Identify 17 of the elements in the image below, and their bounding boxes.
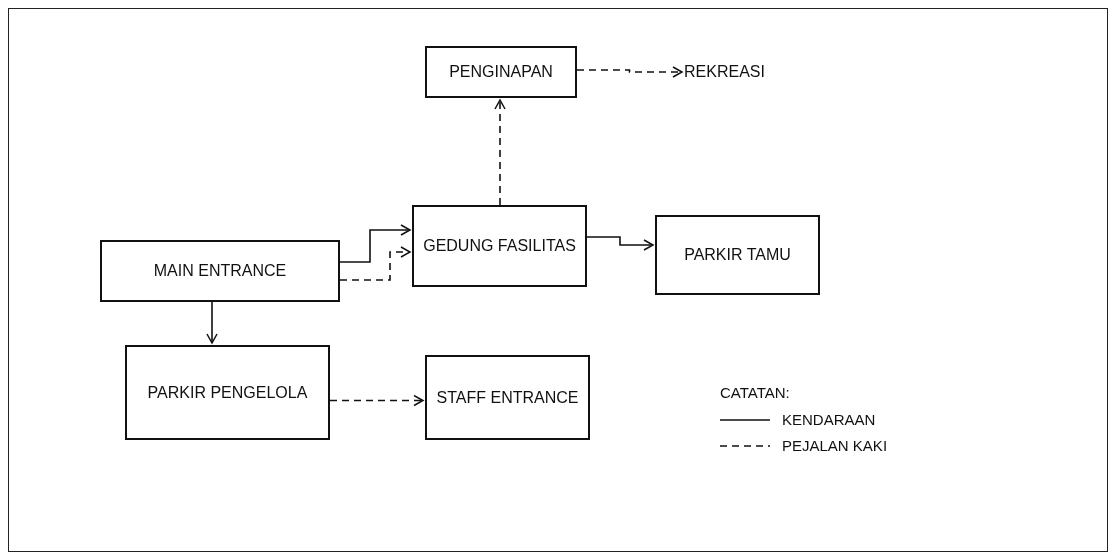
arrow (329, 394, 424, 407)
zone-label: REKREASI (684, 58, 804, 86)
arrow (494, 99, 506, 206)
arrow (339, 246, 411, 281)
zone-box: STAFF ENTRANCE (425, 355, 590, 440)
legend-label: KENDARAAN (782, 409, 876, 430)
zone-box: PARKIR PENGELOLA (125, 345, 330, 440)
note-heading: CATATAN: (720, 383, 791, 403)
arrow (339, 224, 411, 263)
arrow (206, 301, 218, 344)
arrow (576, 66, 683, 78)
zone-box: MAIN ENTRANCE (100, 240, 340, 302)
zone-box: PENGINAPAN (425, 46, 577, 98)
arrow (586, 236, 654, 251)
legend-label: PEJALAN KAKI (782, 436, 888, 456)
zone-box: PARKIR TAMU (655, 215, 820, 295)
zone-box: GEDUNG FASILITAS (412, 205, 587, 287)
